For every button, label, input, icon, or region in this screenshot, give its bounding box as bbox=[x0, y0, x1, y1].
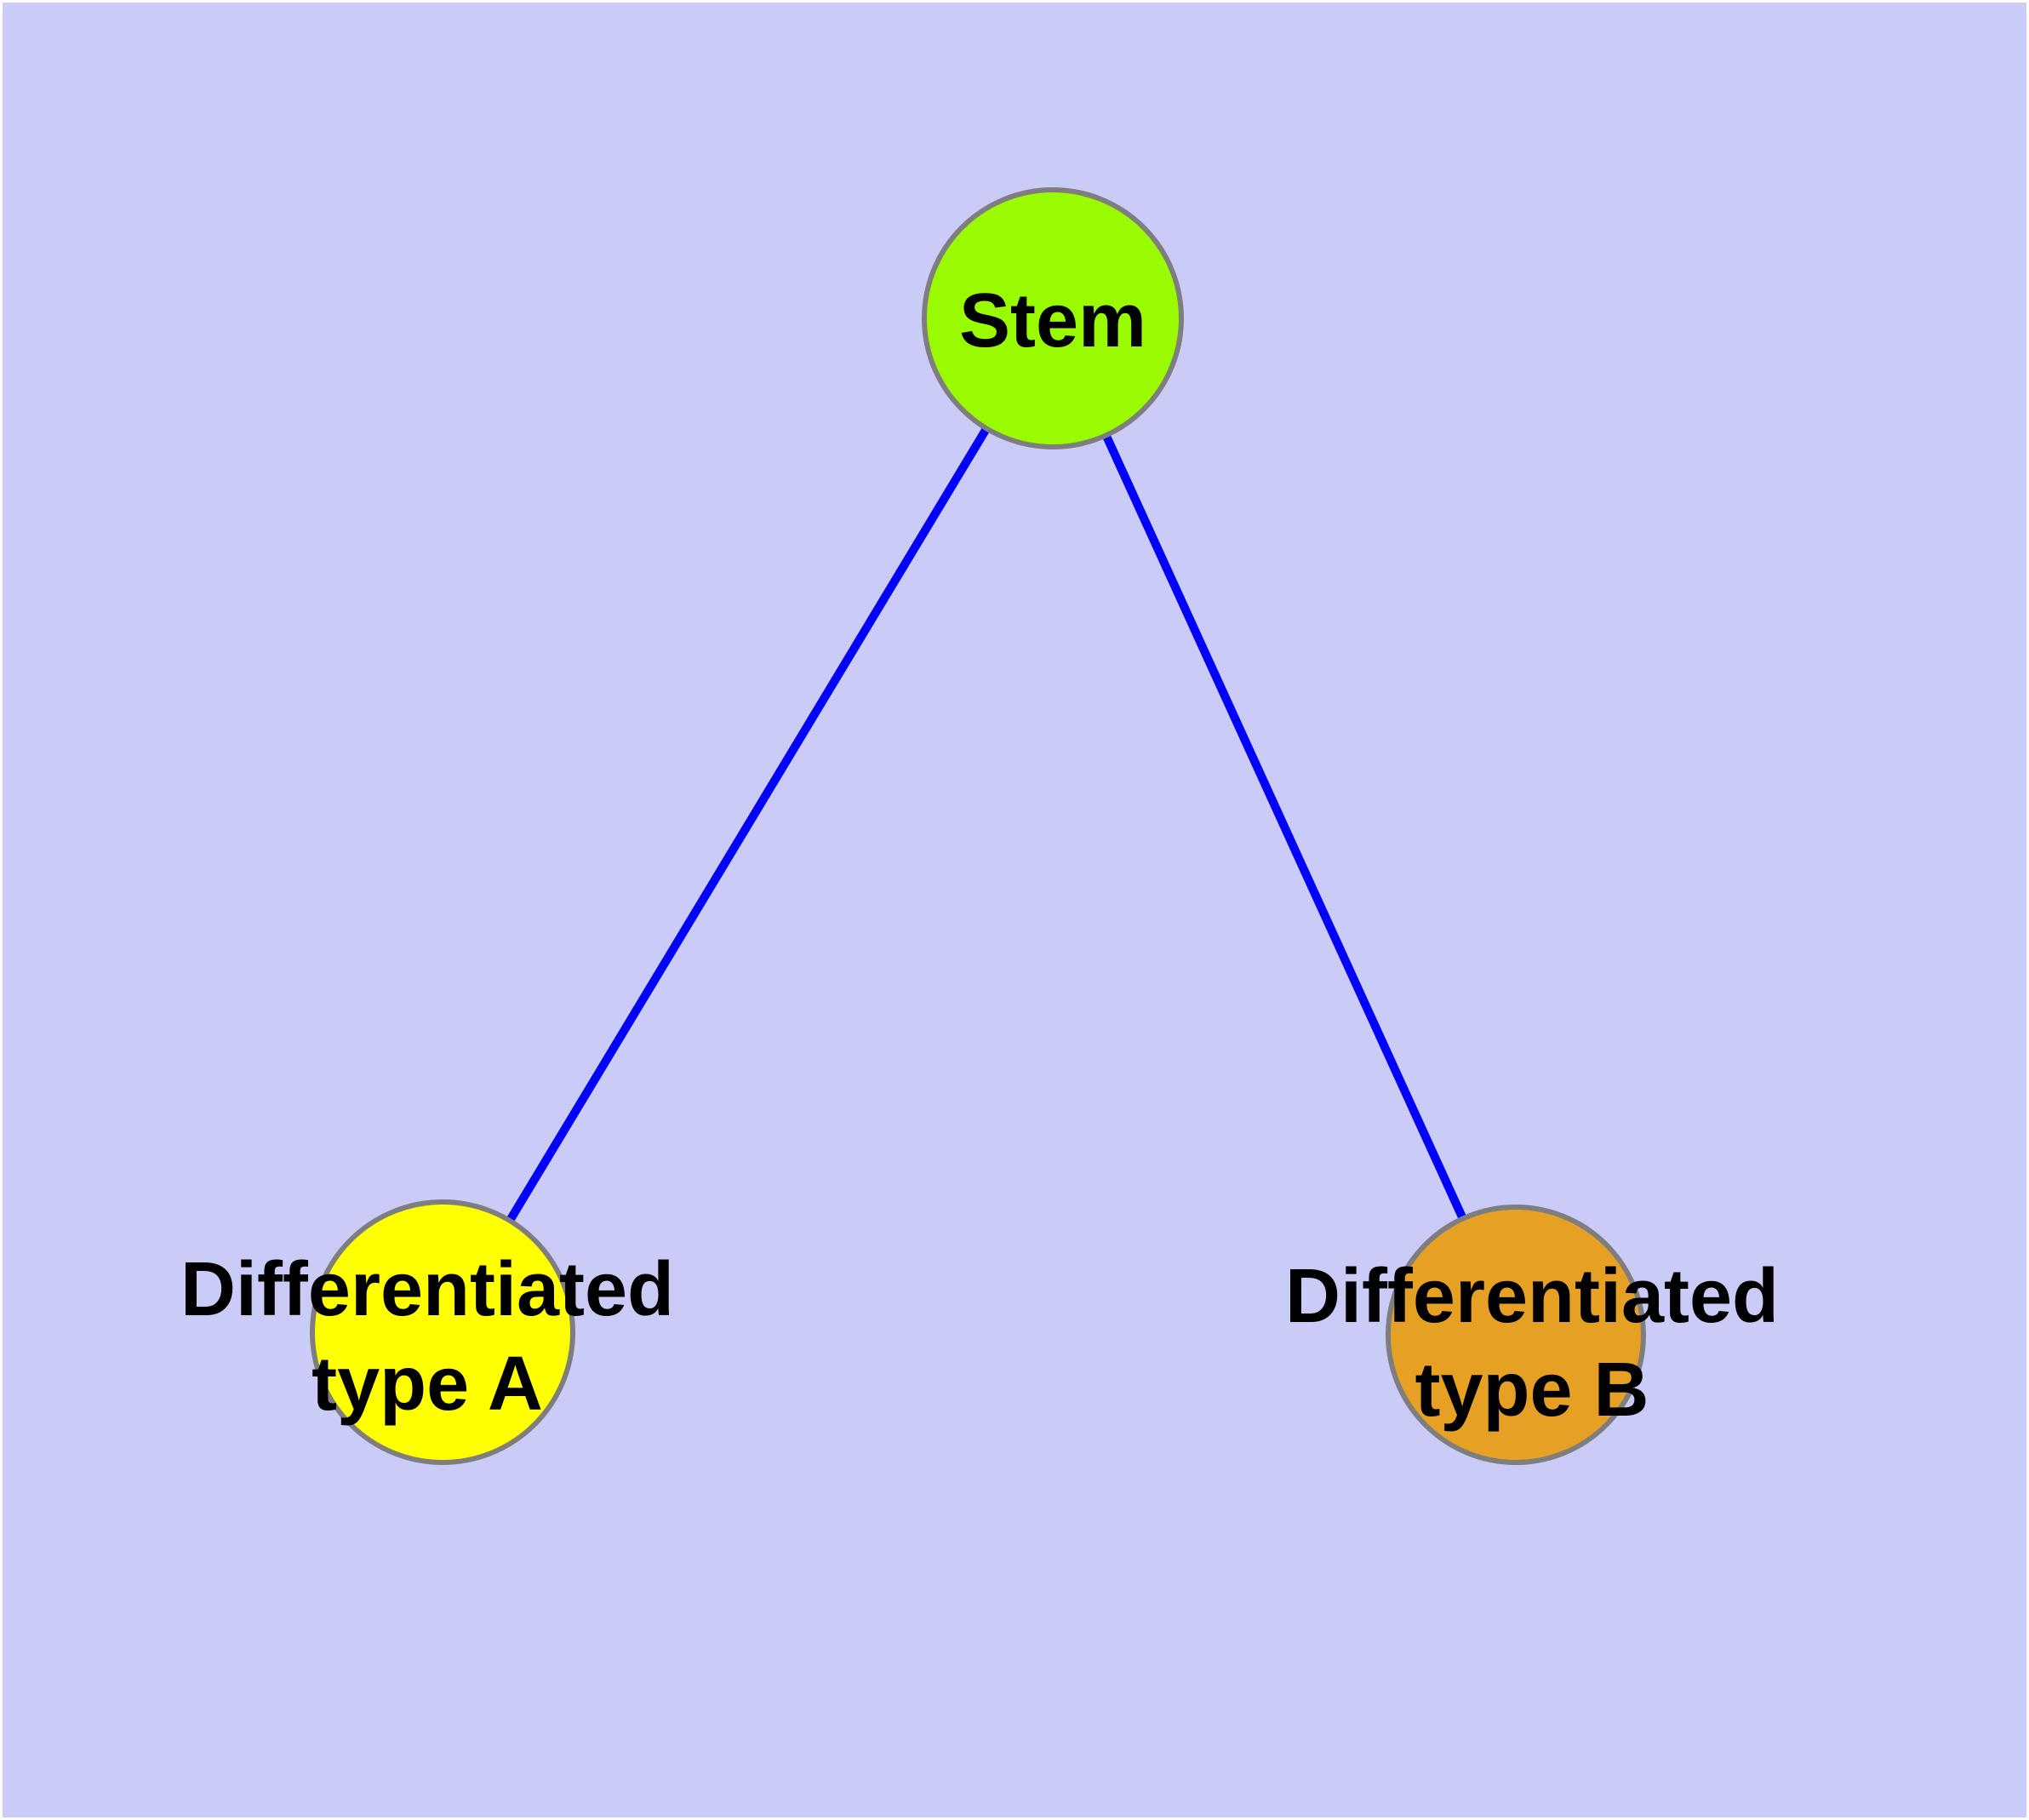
node-stem-label: Stem bbox=[959, 278, 1146, 363]
node-stem-circle[interactable] bbox=[922, 187, 1184, 449]
node-differentiated-type-b-label-line1: Differentiated bbox=[1285, 1254, 1779, 1339]
node-differentiated-type-a-label-line2: type A bbox=[311, 1342, 543, 1427]
edge-stem-to-type-a[interactable] bbox=[438, 316, 1057, 1335]
node-differentiated-type-b-label-line2: type B bbox=[1415, 1348, 1649, 1433]
node-differentiated-type-b-circle[interactable] bbox=[1386, 1205, 1646, 1465]
node-differentiated-type-a-label-line1: Differentiated bbox=[180, 1247, 674, 1332]
node-differentiated-type-a-circle[interactable] bbox=[310, 1199, 575, 1465]
edge-stem-to-type-b[interactable] bbox=[1049, 316, 1520, 1337]
